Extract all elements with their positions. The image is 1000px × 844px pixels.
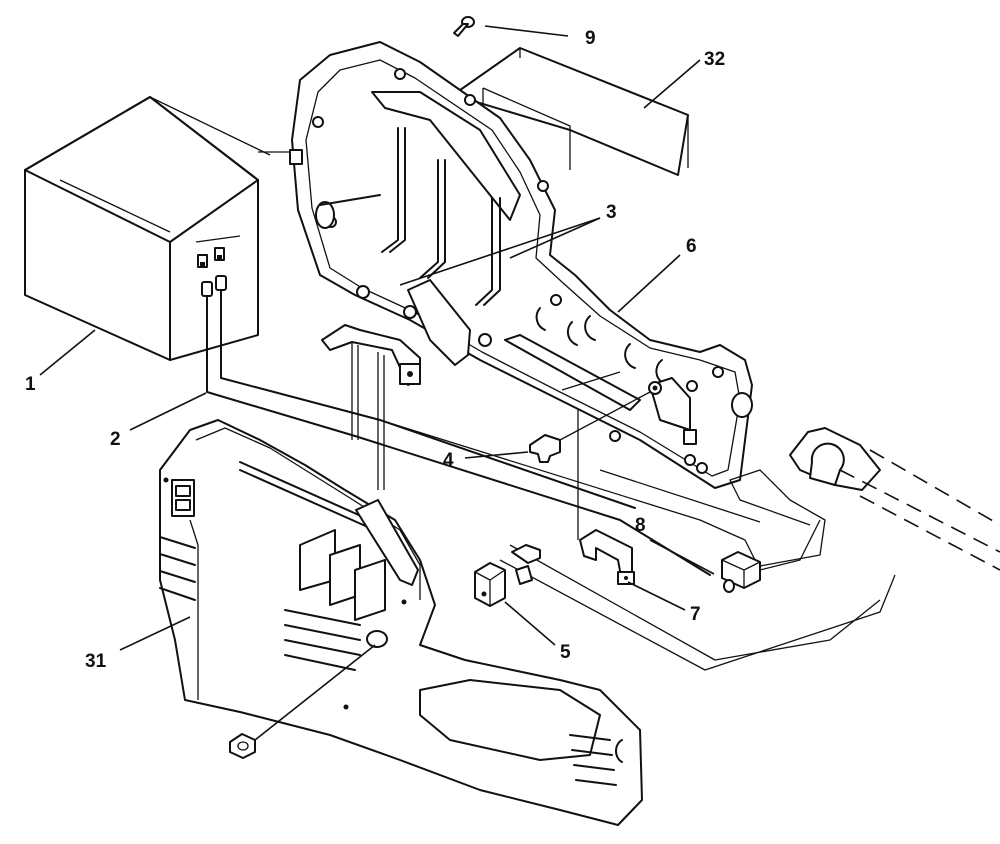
part-1-battery-box xyxy=(24,96,271,361)
part-9-screw xyxy=(453,16,475,37)
part-3-switch-actuator xyxy=(321,324,421,490)
callout-31: 31 xyxy=(85,651,107,672)
callout-32: 32 xyxy=(704,49,725,70)
callout-8: 8 xyxy=(635,515,646,536)
callout-5: 5 xyxy=(560,642,571,663)
part-7-bracket xyxy=(579,529,635,585)
callout-2: 2 xyxy=(110,429,121,450)
callout-1: 1 xyxy=(25,374,36,395)
callout-9: 9 xyxy=(585,28,596,49)
part-2-wiring-harness xyxy=(206,289,896,671)
callout-6: 6 xyxy=(686,236,697,257)
leader-lines xyxy=(39,25,715,741)
part-8-connector xyxy=(721,551,761,593)
part-4-bracket-clip xyxy=(529,434,561,463)
hex-nut xyxy=(229,733,256,759)
part-5-switch-block xyxy=(474,544,541,607)
callout-4: 4 xyxy=(443,450,454,471)
callout-3: 3 xyxy=(606,202,617,223)
assembly-guide-lines xyxy=(258,151,761,540)
callout-labels: 9 32 3 6 1 2 4 8 7 5 31 xyxy=(25,28,725,672)
part-6-main-housing xyxy=(289,41,753,489)
callout-7: 7 xyxy=(690,604,701,625)
part-31-handle-half xyxy=(159,419,643,826)
extension-tube xyxy=(729,427,1000,571)
